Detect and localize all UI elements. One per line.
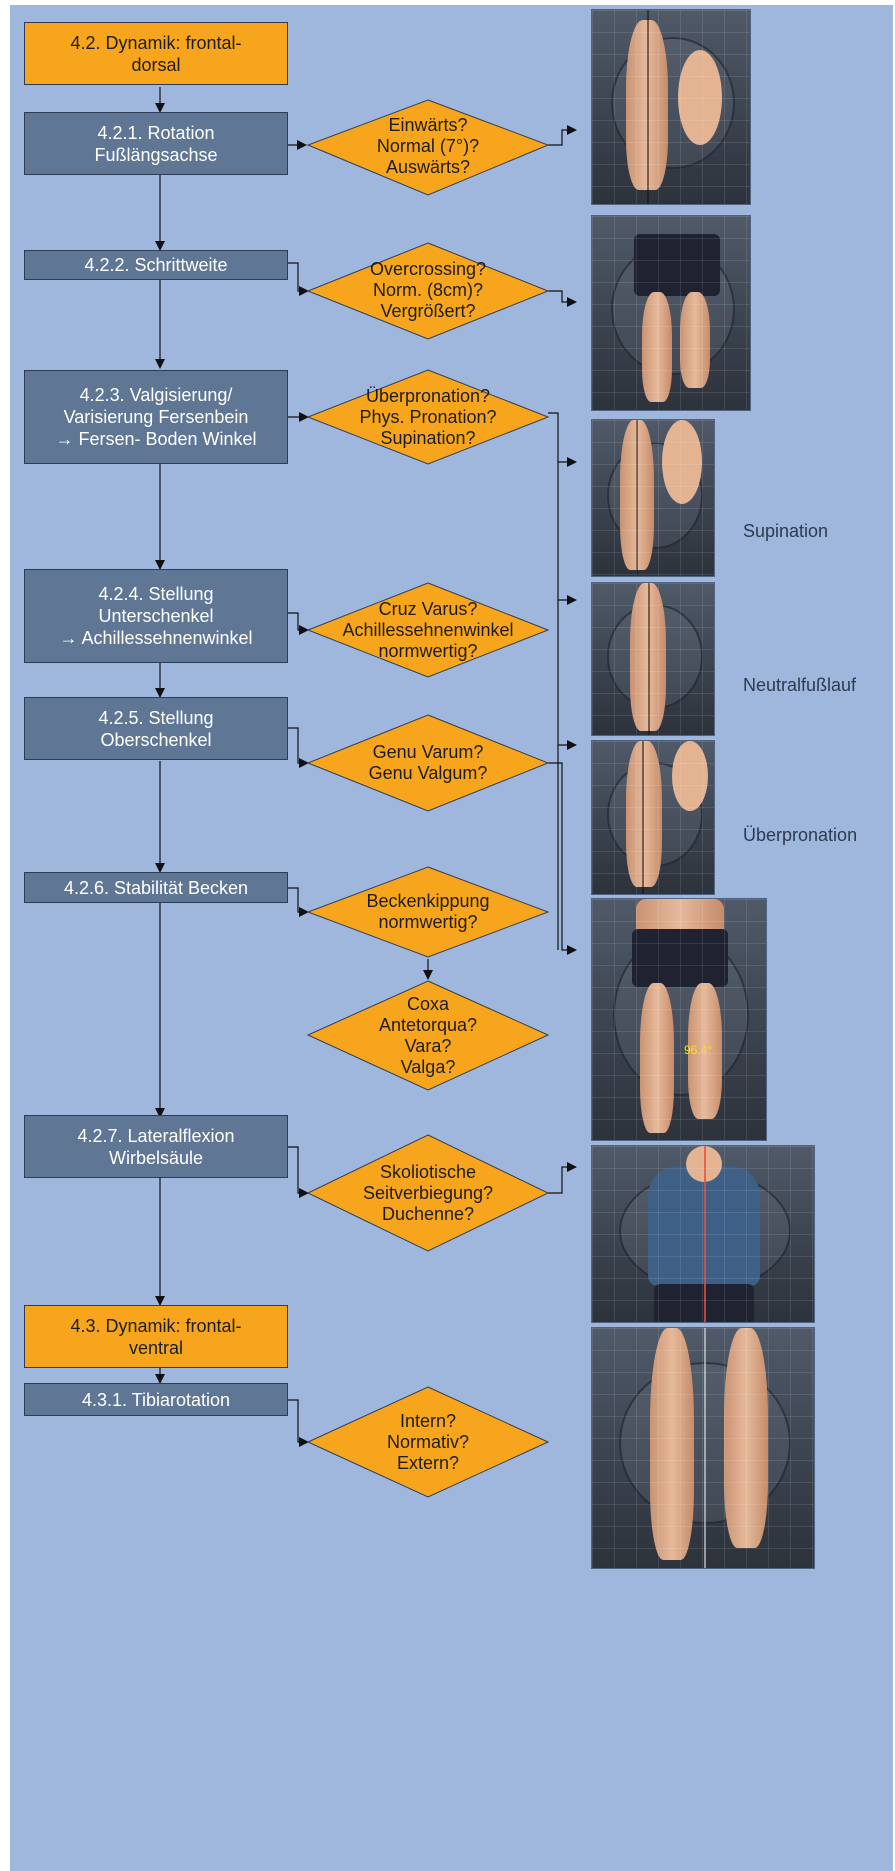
diamond-schritt-shape (308, 243, 548, 339)
box-schrittweite: 4.2.2. Schrittweite (24, 250, 288, 280)
box-becken: 4.2.6. Stabilität Becken (24, 872, 288, 903)
box-unterschenkel: 4.2.4. Stellung Unterschenkel → Achilles… (24, 569, 288, 663)
diamond-skoliose-shape (308, 1135, 548, 1251)
flowchart-canvas: 4.2. Dynamik: frontal- dorsal 4.2.1. Rot… (10, 5, 893, 1871)
arrow-rotq-to-photo (548, 130, 576, 145)
photo-foot-rotation (591, 9, 751, 205)
box-rotation: 4.2.1. Rotation Fußlängsachse (24, 112, 288, 175)
box-dynamik-ventral-label: 4.3. Dynamik: frontal- ventral (70, 1315, 241, 1359)
photo-neutral (591, 582, 715, 736)
box-unterschenkel-label: 4.2.4. Stellung Unterschenkel → Achilles… (59, 583, 252, 649)
arrow-unter-to-q (288, 613, 308, 630)
box-dynamik-dorsal-label: 4.2. Dynamik: frontal- dorsal (70, 32, 241, 76)
box-oberschenkel-label: 4.2.5. Stellung Oberschenkel (98, 707, 213, 751)
box-tibiarotation-label: 4.3.1. Tibiarotation (82, 1389, 230, 1411)
box-becken-label: 4.2.6. Stabilität Becken (64, 877, 248, 899)
box-lateralflexion: 4.2.7. Lateralflexion Wirbelsäule (24, 1115, 288, 1178)
box-schrittweite-label: 4.2.2. Schrittweite (84, 254, 227, 276)
diamond-achilles-shape (308, 583, 548, 677)
box-rotation-label: 4.2.1. Rotation Fußlängsachse (94, 122, 217, 166)
box-valgisierung: 4.2.3. Valgisierung/ Varisierung Fersenb… (24, 370, 288, 464)
photo-supination (591, 419, 715, 577)
caption-neutral: Neutralfußlauf (743, 675, 856, 696)
caption-supination: Supination (743, 521, 828, 542)
box-dynamik-dorsal: 4.2. Dynamik: frontal- dorsal (24, 22, 288, 85)
photo-ueberpronation (591, 740, 715, 895)
photo-step-width (591, 215, 751, 411)
photo-pelvis-angle-label: 96.4° (684, 1043, 712, 1057)
diamond-rotation-shape (308, 100, 548, 195)
caption-ueberpronation: Überpronation (743, 825, 857, 846)
box-oberschenkel: 4.2.5. Stellung Oberschenkel (24, 697, 288, 760)
arrow-schrq-to-photo (548, 291, 576, 302)
arrow-skolq-to-photo (548, 1167, 576, 1193)
box-dynamik-ventral: 4.3. Dynamik: frontal- ventral (24, 1305, 288, 1368)
arrow-genuq-to-photo (548, 763, 576, 950)
photo-spine (591, 1145, 815, 1323)
diamond-coxa-shape (308, 981, 548, 1090)
arrow-becken-to-q (288, 888, 308, 912)
diamond-pronation-shape (308, 370, 548, 464)
arrow-tibia-to-q (288, 1400, 308, 1442)
photo-pelvis: 96.4° (591, 898, 767, 1141)
arrow-ober-to-q (288, 728, 308, 763)
diamond-becken-shape (308, 867, 548, 957)
diamond-tibia-shape (308, 1387, 548, 1497)
box-valgisierung-label: 4.2.3. Valgisierung/ Varisierung Fersenb… (55, 384, 256, 450)
diamond-genu-shape (308, 715, 548, 811)
photo-tibia (591, 1327, 815, 1569)
arrow-schritt-to-q (288, 263, 308, 291)
arrow-lateral-to-q (288, 1147, 308, 1193)
box-tibiarotation: 4.3.1. Tibiarotation (24, 1383, 288, 1416)
box-lateralflexion-label: 4.2.7. Lateralflexion Wirbelsäule (77, 1125, 234, 1169)
arrow-pronq-bracket (548, 413, 558, 950)
